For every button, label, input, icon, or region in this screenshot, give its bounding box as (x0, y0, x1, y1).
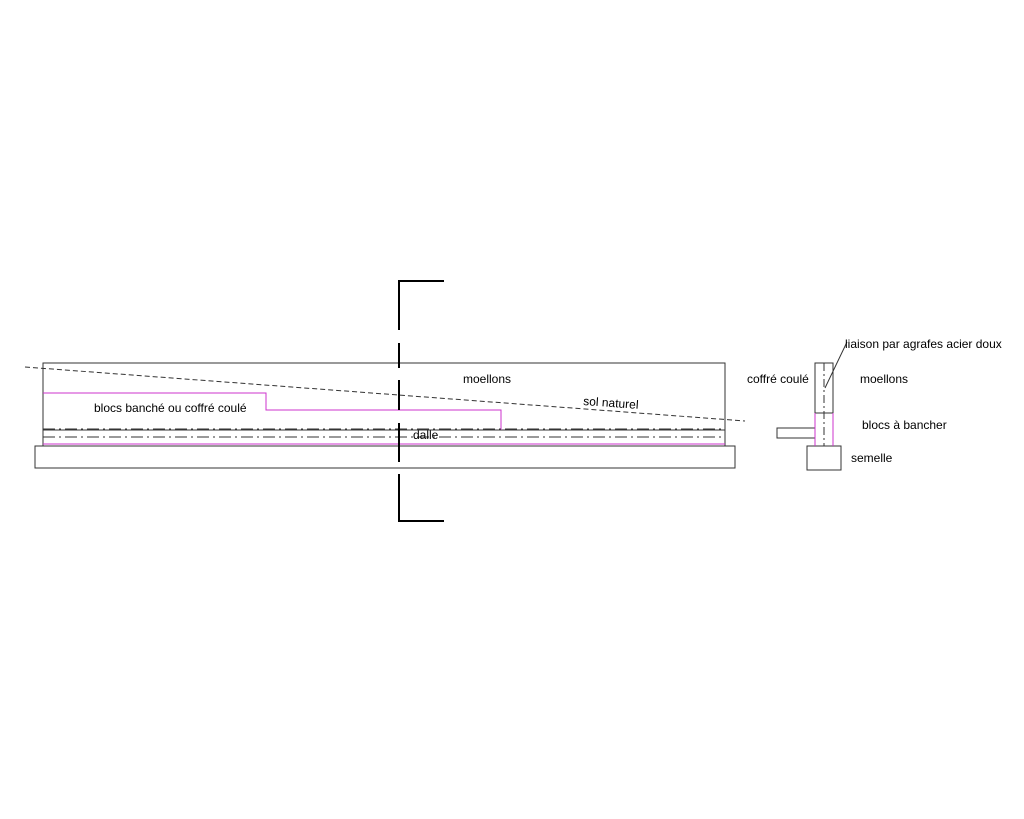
section-label-semelle: semelle (851, 451, 893, 465)
elevation-label-blocs: blocs banché ou coffré coulé (94, 401, 247, 415)
stepped-block-line (43, 392, 502, 430)
section-slab (776, 427, 816, 439)
section-cut-marker-bottom (398, 474, 444, 522)
elevation-label-moellons: moellons (463, 372, 511, 386)
section-view: liaison par agrafes acier doux coffré co… (747, 337, 1002, 471)
elevation-wall (42, 362, 726, 431)
elevation-label-sol: sol naturel (583, 394, 639, 412)
ground-line (24, 366, 746, 422)
section-label-liaison: liaison par agrafes acier doux (845, 337, 1002, 351)
section-cut-marker-top (398, 280, 444, 330)
liaison-leader (824, 341, 848, 389)
elevation-footing (34, 445, 736, 469)
section-label-coffre: coffré coulé (747, 372, 809, 386)
section-label-blocs: blocs à bancher (862, 418, 947, 432)
elevation-view: moellons blocs banché ou coffré coulé so… (24, 280, 746, 522)
section-label-moellons: moellons (860, 372, 908, 386)
section-footing (806, 445, 842, 471)
elevation-label-dalle: dalle (413, 428, 439, 442)
